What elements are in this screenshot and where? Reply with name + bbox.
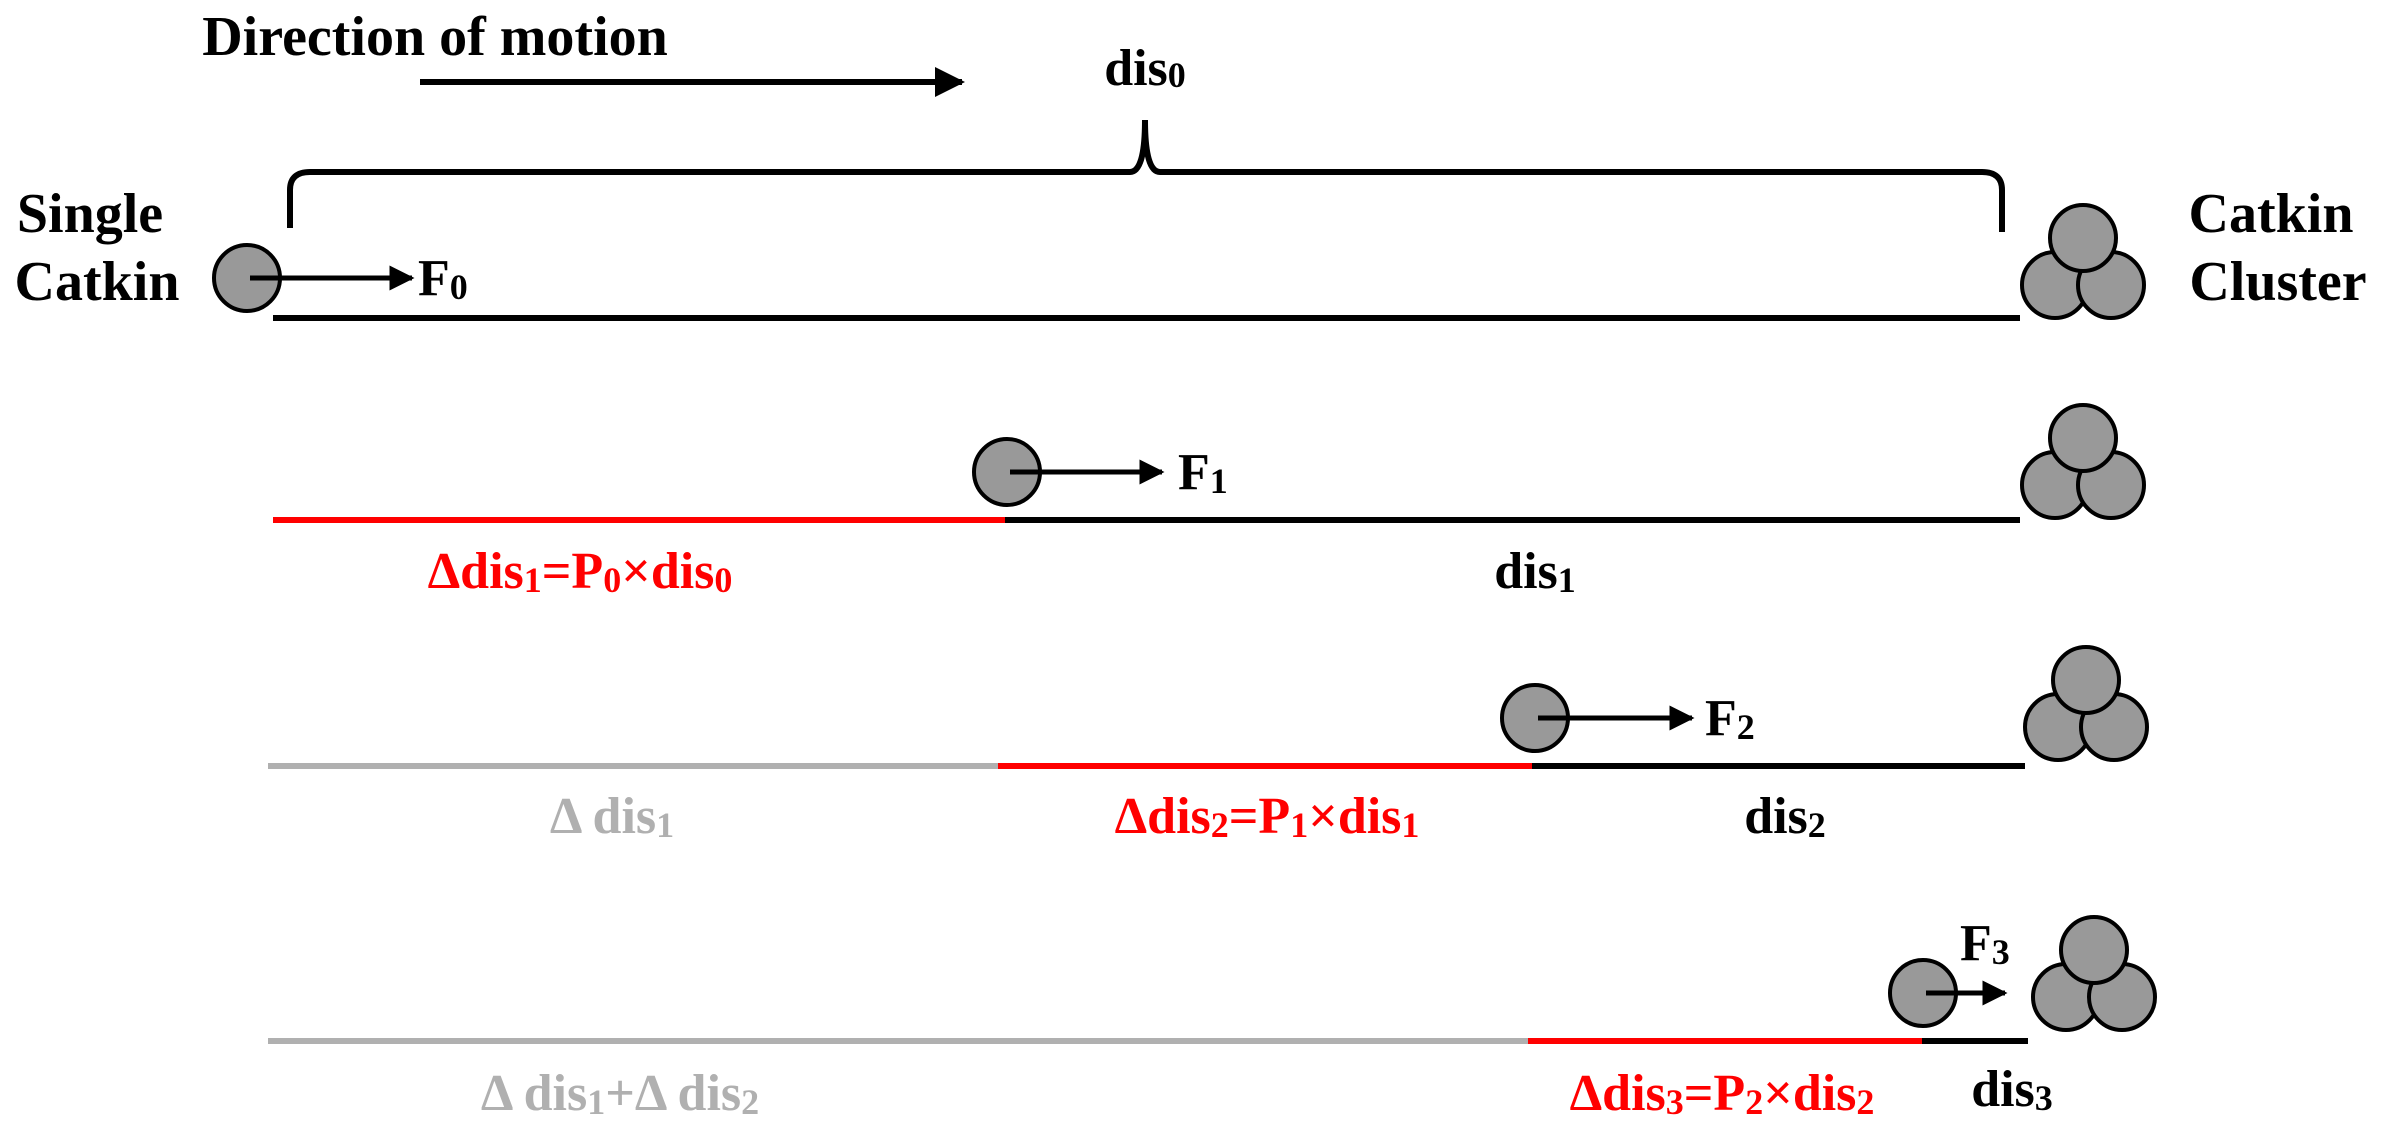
stage-3-remaining-base: dis <box>1971 1061 2035 1118</box>
right-label-line-1: Catkin <box>2189 183 2354 245</box>
text-part: Δ dis <box>550 788 656 845</box>
subscript-part: 1 <box>587 1082 605 1122</box>
stage-3-catkin-cluster <box>2031 915 2157 1032</box>
text-part: ×dis <box>621 543 714 600</box>
text-part: ×dis <box>1308 788 1401 845</box>
text-part: =P <box>542 543 603 600</box>
subscript-part: 1 <box>1290 805 1308 845</box>
stage-1-remaining-base: dis <box>1494 543 1558 600</box>
stage-2: F2 Δ dis1 Δdis2=P1×dis1 dis2 <box>268 645 2149 845</box>
stage-0-force-sub: 0 <box>450 267 468 307</box>
right-side-label: Catkin Cluster <box>2189 183 2368 313</box>
text-part: Δdis <box>428 543 524 600</box>
stage-1-force-sub: 1 <box>1210 461 1228 501</box>
direction-label: Direction of motion <box>202 6 668 68</box>
right-label-line-2: Cluster <box>2189 251 2366 313</box>
subscript-part: 0 <box>603 560 621 600</box>
text-part: =P <box>1684 1065 1745 1122</box>
subscript-part: 2 <box>741 1082 759 1122</box>
stage-3: F3 Δ dis1+Δ dis2 Δdis3=P2×dis2 dis3 <box>268 915 2157 1122</box>
total-distance-base: dis <box>1104 40 1168 97</box>
text-part: Δdis <box>1570 1065 1666 1122</box>
subscript-part: 3 <box>1666 1082 1684 1122</box>
stage-2-force-base: F <box>1705 690 1737 747</box>
subscript-part: 2 <box>1211 805 1229 845</box>
stage-2-step-label: Δdis2=P1×dis1 <box>1115 788 1420 845</box>
subscript-part: 2 <box>1745 1082 1763 1122</box>
stage-3-force-base: F <box>1960 915 1992 972</box>
text-part: +Δ dis <box>605 1065 741 1122</box>
stage-1-step-label: Δdis1=P0×dis0 <box>428 543 733 600</box>
total-distance-brace <box>287 119 2005 232</box>
text-part: Δ dis <box>481 1065 587 1122</box>
left-label-line-2: Catkin <box>15 251 180 313</box>
stage-1-remaining-sub: 1 <box>1558 560 1576 600</box>
text-part: =P <box>1229 788 1290 845</box>
stage-1-force-label: F1 <box>1178 444 1228 501</box>
stage-1: F1 Δdis1=P0×dis0 dis1 <box>273 403 2146 600</box>
stage-1-force-base: F <box>1178 444 1210 501</box>
stage-2-catkin-cluster <box>2023 645 2149 762</box>
left-side-label: Single Catkin <box>15 183 180 313</box>
stage-2-remaining-base: dis <box>1744 788 1808 845</box>
stage-0: F0 <box>212 203 2146 321</box>
stage-0-force-label: F0 <box>418 250 468 307</box>
stage-3-force-sub: 3 <box>1992 932 2010 972</box>
stage-3-force-label: F3 <box>1960 915 2010 972</box>
stage-3-remaining-label: dis3 <box>1971 1061 2053 1118</box>
subscript-part: 1 <box>656 805 674 845</box>
stage-0-force-base: F <box>418 250 450 307</box>
stage-2-covered-label: Δ dis1 <box>550 788 674 845</box>
stage-2-force-sub: 2 <box>1737 707 1755 747</box>
stage-2-remaining-label: dis2 <box>1744 788 1826 845</box>
stage-2-force-label: F2 <box>1705 690 1755 747</box>
subscript-part: 1 <box>524 560 542 600</box>
stage-3-remaining-sub: 3 <box>2035 1078 2053 1118</box>
stage-1-catkin-cluster <box>2020 403 2146 520</box>
left-label-line-1: Single <box>17 183 163 245</box>
text-part: Δdis <box>1115 788 1211 845</box>
stage-2-remaining-sub: 2 <box>1808 805 1826 845</box>
total-distance-label: dis0 <box>1104 40 1186 97</box>
text-part: ×dis <box>1763 1065 1856 1122</box>
total-distance-sub: 0 <box>1168 55 1186 95</box>
stage-1-remaining-label: dis1 <box>1494 543 1576 600</box>
stage-0-catkin-cluster <box>2020 203 2146 320</box>
stage-3-covered-label: Δ dis1+Δ dis2 <box>481 1065 759 1122</box>
subscript-part: 0 <box>714 560 732 600</box>
subscript-part: 2 <box>1856 1082 1874 1122</box>
stage-3-step-label: Δdis3=P2×dis2 <box>1570 1065 1875 1122</box>
subscript-part: 1 <box>1401 805 1419 845</box>
